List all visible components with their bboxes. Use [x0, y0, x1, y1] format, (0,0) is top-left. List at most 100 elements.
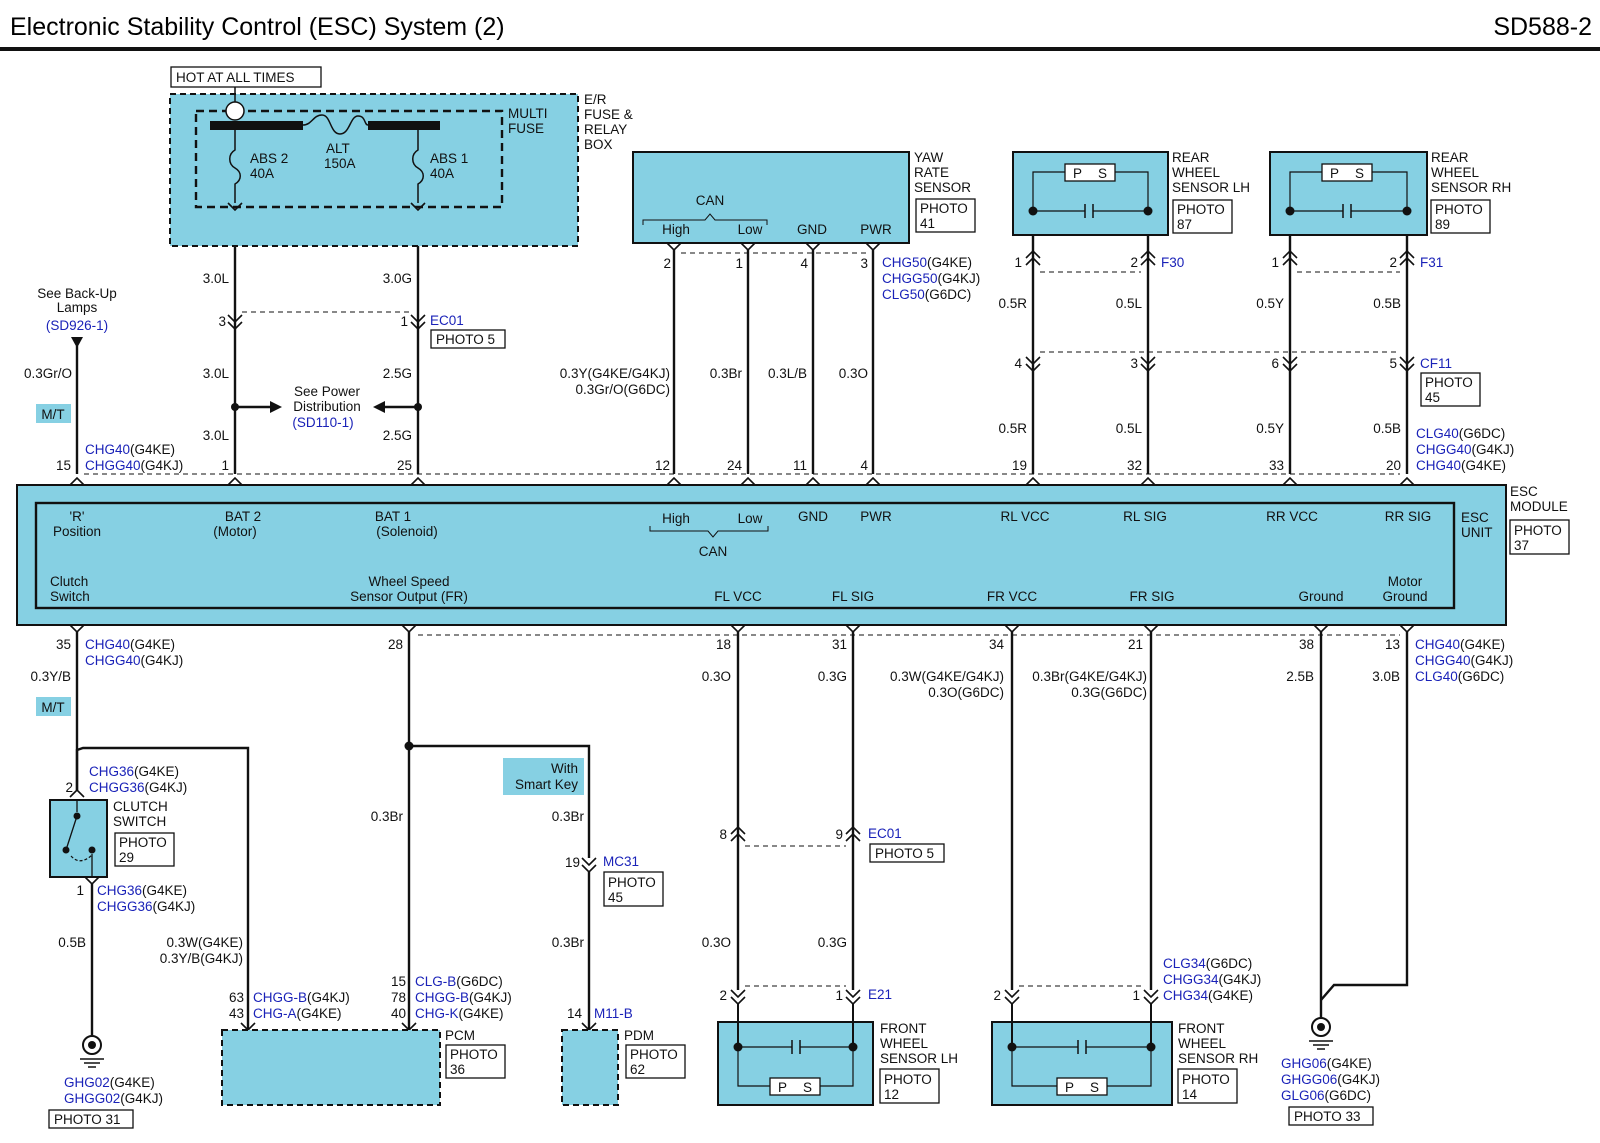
wire-label: 0.5Y [1256, 421, 1284, 436]
esc-bottom-connector: 35 28 18 31 34 21 38 13 CHG40(G4KE) CHGG… [56, 624, 1513, 684]
connector-pin-chevron [410, 476, 426, 486]
pin-label: 21 [1128, 637, 1143, 652]
pin-label: 11 [793, 458, 807, 473]
connector-label: CLG40(G6DC) [1415, 669, 1504, 684]
pin-label: 3 [218, 314, 226, 329]
esc-pin-name: FR VCC [987, 589, 1038, 604]
clutch-switch-circuit: 0.3Y/B M/T 2 CHG36(G4KE) CHGG36(G4KJ) CL… [30, 632, 250, 1129]
esc-pin-name: FL SIG [832, 589, 874, 604]
wire-label: 0.3O [839, 366, 868, 381]
esc-pin-name: Low [738, 511, 763, 526]
esc-pin-name: RL VCC [1000, 509, 1049, 524]
connector-label: CHG-A(G4KE) [253, 1006, 342, 1021]
photo-label: PHOTO 31 [54, 1112, 121, 1127]
esc-pin-name: RR VCC [1266, 509, 1318, 524]
motor-ground-circuit: 2.5B 3.0B GHG06(G4KE) GHGG06(G4KJ) GLG06… [1281, 632, 1409, 1126]
connector-pin-chevron [865, 476, 881, 486]
pin-label: 4 [1014, 356, 1022, 371]
diagram-code: SD588-2 [1493, 13, 1592, 41]
pin-name: GND [797, 222, 827, 237]
wire-label: 0.3G [818, 669, 847, 684]
wire-label: 0.3Y/B(G4KJ) [160, 951, 243, 966]
connector-label: CHGG36(G4KJ) [97, 899, 195, 914]
pin-label: 1 [1014, 255, 1022, 270]
multi-fuse-outline [194, 109, 504, 209]
pin-name: Low [738, 222, 763, 237]
connector-label: CHG40(G4KE) [1415, 637, 1505, 652]
hot-label-box [170, 66, 322, 88]
pin-label: 4 [860, 458, 868, 473]
connector-label: CLG50(G6DC) [882, 287, 971, 302]
wire-label: 0.3Gr/O(G6DC) [575, 382, 670, 397]
pin-label: 2 [65, 780, 73, 795]
ground-icon [80, 1035, 104, 1068]
connector-f30: F30 [1161, 255, 1184, 270]
wire-label: 3.0L [203, 366, 230, 381]
pin-label: 34 [989, 637, 1005, 652]
wire-label: 3.0L [203, 271, 230, 286]
pin-label: 1 [735, 256, 743, 271]
connector-label: GHG06(G4KE) [1281, 1056, 1372, 1071]
pin-label: 14 [567, 1006, 583, 1021]
wire-label: 0.3W(G4KE/G4KJ) [890, 669, 1004, 684]
photo-box [915, 198, 976, 233]
pin-label: 6 [1271, 356, 1279, 371]
pin-label: 18 [716, 637, 731, 652]
alt-fuse-symbol [302, 114, 369, 135]
esc-pin-name: BAT 2(Motor) [213, 509, 261, 539]
connector-label: CHGG50(G4KJ) [882, 271, 980, 286]
wire-label: 0.3Br [552, 935, 585, 950]
pin-name: PWR [860, 222, 892, 237]
pin-label: 8 [719, 827, 727, 842]
pin-label: 31 [832, 637, 847, 652]
connector-label: M11-B [594, 1006, 633, 1021]
connector-pin-chevron [740, 476, 756, 486]
wire-label: 0.3Gr/O [24, 366, 72, 381]
svg-text:P: P [1065, 1080, 1074, 1095]
clutch-switch-box [49, 799, 108, 878]
wire-label: 0.3Br [371, 809, 404, 824]
connector-label: CHG36(G4KE) [89, 764, 179, 779]
backup-lamps-ref[interactable]: (SD926-1) [46, 318, 108, 333]
photo-label: PHOTO 5 [875, 846, 934, 861]
esc-pin-name: PWR [860, 509, 892, 524]
wire-label: 0.5B [1373, 296, 1401, 311]
esc-can-label: CAN [699, 544, 728, 559]
photo-box [869, 843, 945, 863]
photo-box [1288, 1106, 1374, 1126]
hot-label: HOT AT ALL TIMES [176, 70, 295, 85]
wire-label: 0.3O(G6DC) [928, 685, 1004, 700]
header-rule [0, 47, 1600, 51]
wire-label: 0.3Y/B [30, 669, 71, 684]
connector-label: GHGG06(G4KJ) [1281, 1072, 1380, 1087]
can-label: CAN [696, 193, 725, 208]
connector-pin-chevron [227, 476, 243, 486]
pin-label: 13 [1385, 637, 1400, 652]
pin-label: 15 [391, 974, 406, 989]
pin-label: 32 [1127, 458, 1142, 473]
power-distribution-ref[interactable]: (SD110-1) [292, 415, 353, 430]
pin-label: 12 [655, 458, 670, 473]
photo-box [603, 871, 664, 907]
connector-label: CHG40(G4KE) [85, 637, 175, 652]
pin-label: 20 [1386, 458, 1401, 473]
connector-label: CHG50(G4KE) [882, 255, 972, 270]
connector-label: CHG40(G4KE) [1416, 458, 1506, 473]
connector-label: CHGG40(G4KJ) [1415, 653, 1513, 668]
pin-label: 24 [727, 458, 743, 473]
mt-badge-label: M/T [41, 407, 64, 422]
photo-box [1177, 1068, 1238, 1104]
connector-pin-chevron [1140, 476, 1156, 486]
connector-label: CHGG36(G4KJ) [89, 780, 187, 795]
pin-label: 3 [1130, 356, 1138, 371]
